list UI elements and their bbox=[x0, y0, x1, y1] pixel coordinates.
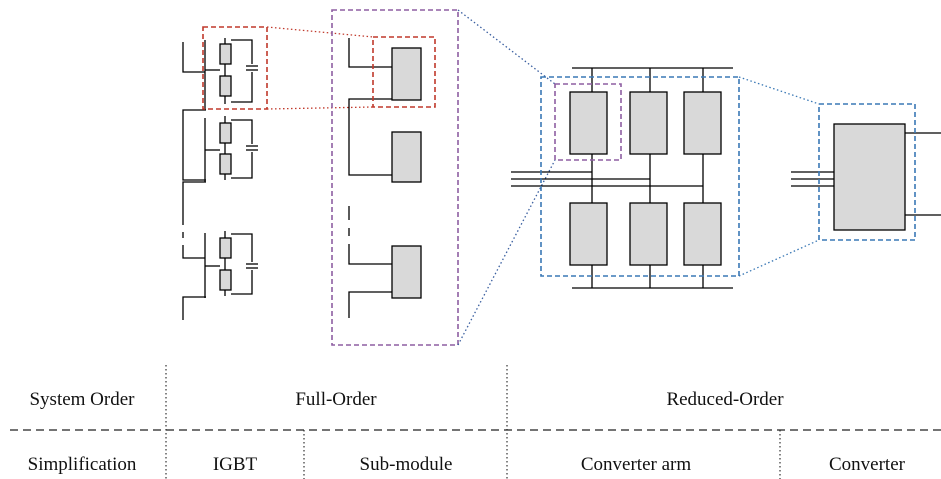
converter-label: Converter bbox=[829, 454, 906, 475]
arm-block-upper-a bbox=[569, 91, 608, 155]
reduced-order-label: Reduced-Order bbox=[666, 389, 784, 410]
sub-module-label: Sub-module bbox=[360, 454, 453, 475]
submodule-highlight-box bbox=[331, 9, 459, 346]
igbt-submodule-3 bbox=[204, 231, 258, 298]
arm-block-upper-b bbox=[629, 91, 668, 155]
igbt-zoom-connectors bbox=[266, 26, 374, 110]
converter-block bbox=[833, 123, 906, 231]
submodule-block-1 bbox=[391, 47, 422, 101]
arm-block-upper-c bbox=[683, 91, 722, 155]
submodule-inner-highlight bbox=[372, 36, 436, 108]
igbt-submodule-1 bbox=[205, 38, 258, 104]
simplification-label: Simplification bbox=[28, 454, 137, 475]
submodule-block-2 bbox=[391, 131, 422, 183]
igbt-highlight-box bbox=[202, 26, 268, 110]
converter-circuit bbox=[791, 123, 941, 231]
system-order-label: System Order bbox=[29, 389, 135, 410]
submodule-zoom-connectors bbox=[457, 9, 556, 346]
arm-block-lower-b bbox=[629, 202, 668, 266]
arm-block-lower-a bbox=[569, 202, 608, 266]
igbt-submodule-2 bbox=[204, 116, 258, 182]
igbt-label: IGBT bbox=[213, 454, 258, 475]
classification-table: System Order Full-Order Reduced-Order Si… bbox=[10, 365, 941, 479]
full-order-label: Full-Order bbox=[295, 389, 377, 410]
arm-block-lower-c bbox=[683, 202, 722, 266]
arm-inner-highlight bbox=[554, 83, 622, 161]
submodule-level-circuit bbox=[348, 38, 422, 318]
converter-arm-label: Converter arm bbox=[581, 454, 691, 475]
converter-zoom-connectors bbox=[738, 76, 820, 277]
submodule-block-3 bbox=[391, 245, 422, 299]
converter-highlight-box bbox=[818, 103, 916, 241]
igbt-level-circuit bbox=[182, 38, 258, 320]
converter-arm-highlight-box bbox=[540, 76, 740, 277]
converter-arm-circuit bbox=[511, 67, 733, 289]
